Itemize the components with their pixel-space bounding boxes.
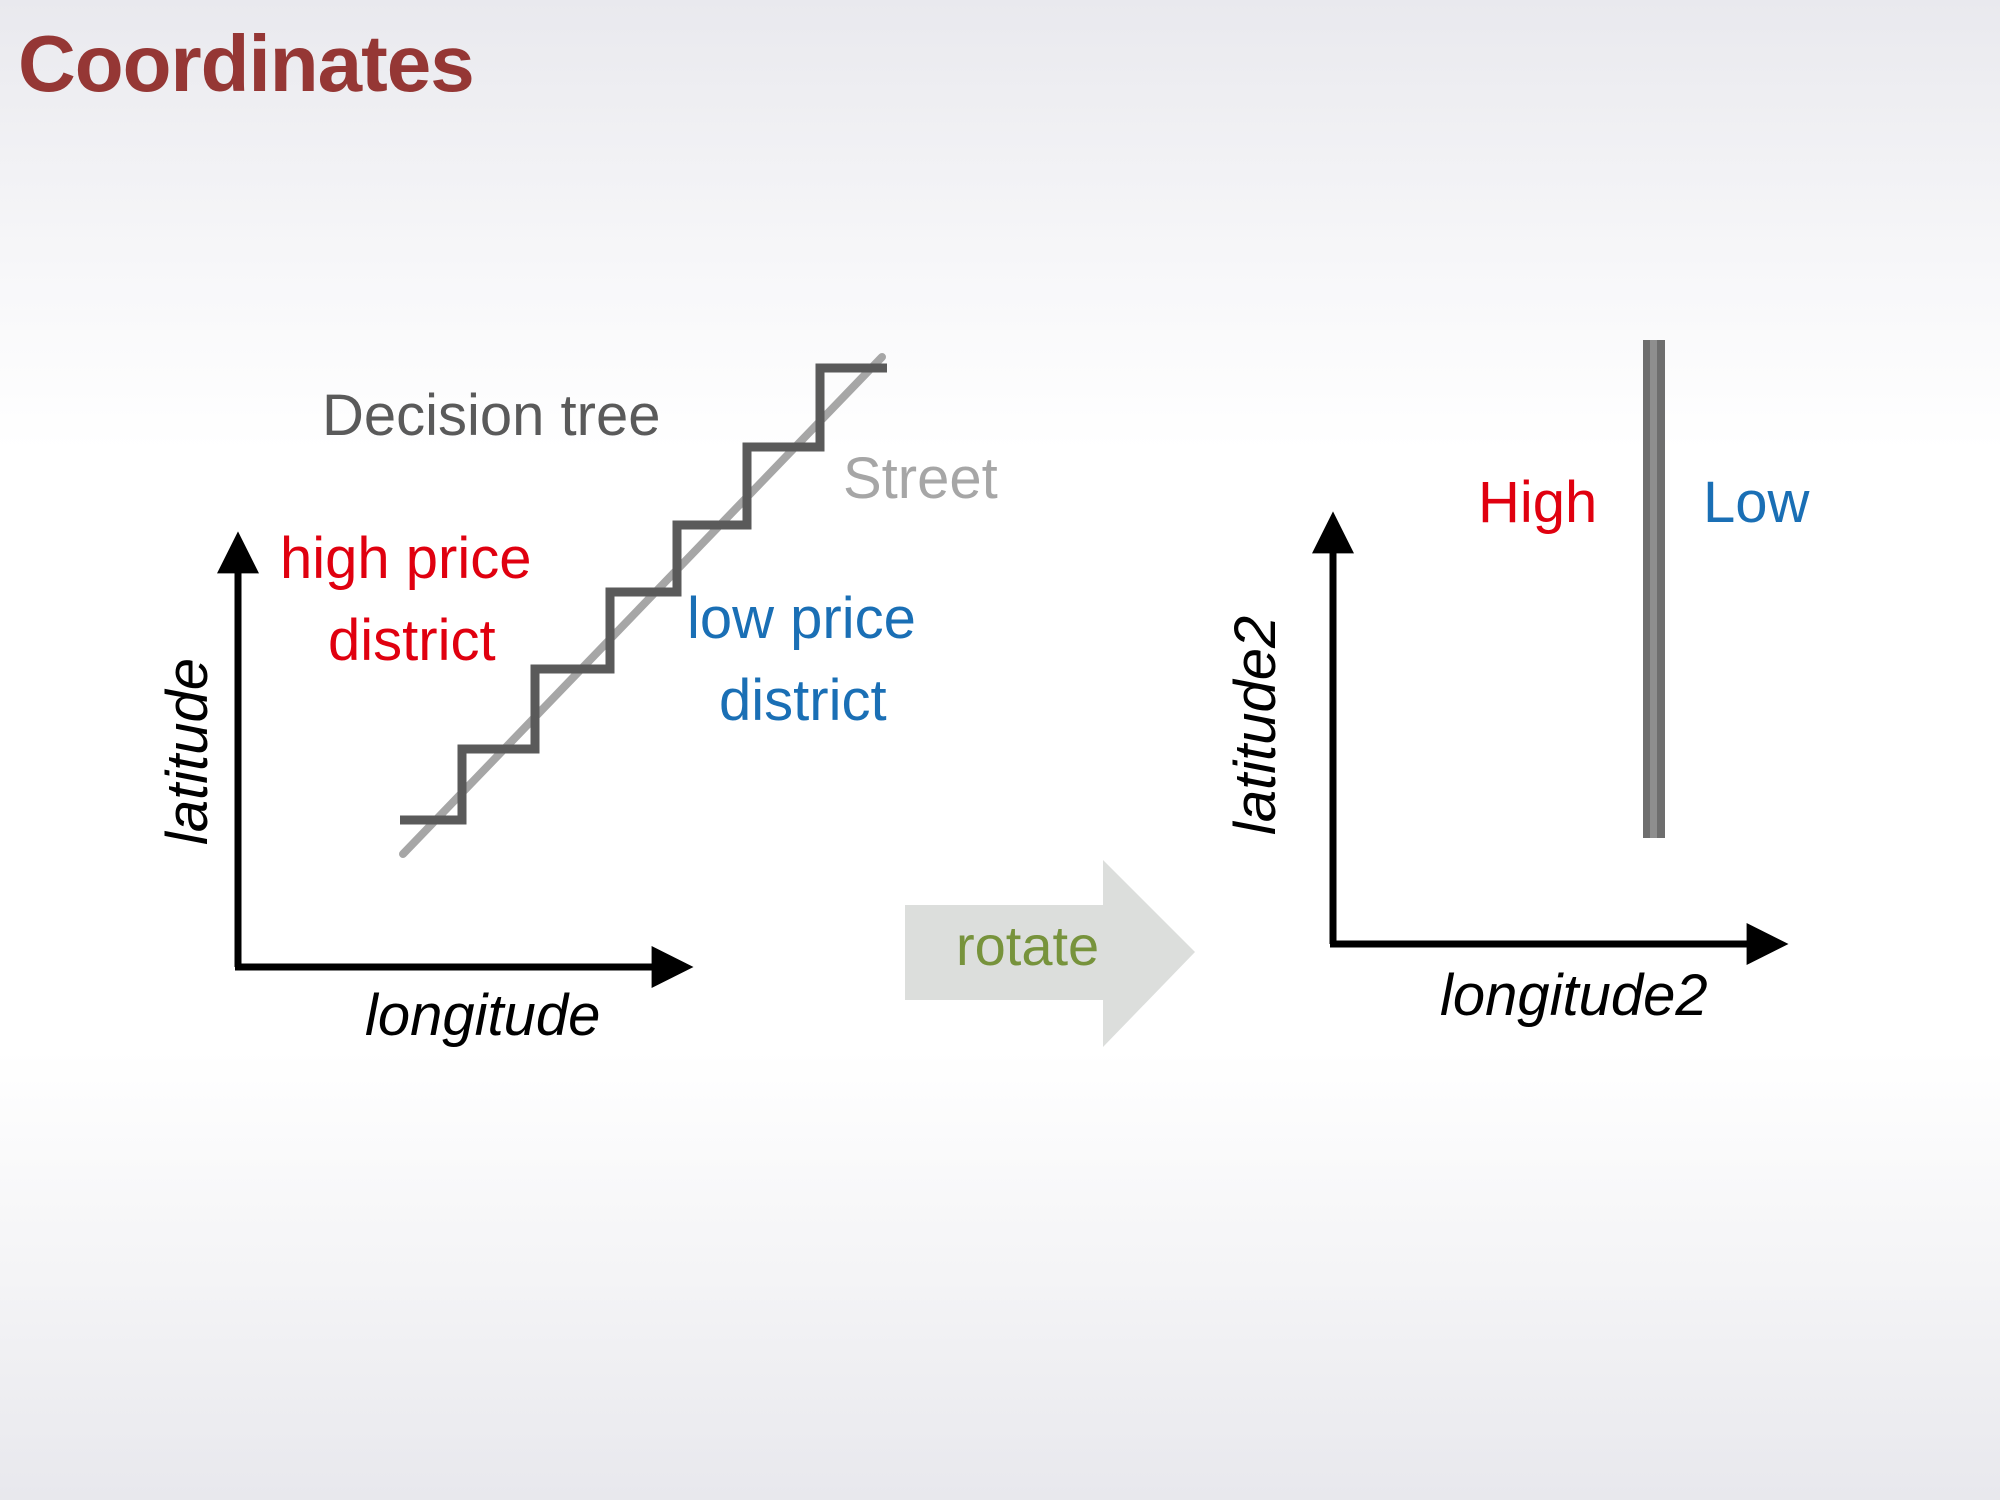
low-price-label-line1: low price — [687, 586, 916, 651]
decision-tree-boundary — [400, 363, 887, 825]
right-y-axis-label: latitude2 — [1223, 616, 1288, 835]
left-panel: Decision tree Street high price district… — [155, 353, 998, 1048]
decision-tree-label: Decision tree — [322, 383, 660, 448]
right-x-axis-label: longitude2 — [1440, 963, 1708, 1028]
street-label: Street — [843, 446, 998, 511]
high-price-label-line1: high price — [280, 526, 531, 591]
high-label: High — [1478, 470, 1597, 535]
low-label: Low — [1703, 470, 1811, 535]
rotate-arrow-shape — [905, 860, 1195, 1047]
street-line — [399, 353, 886, 858]
page-title: Coordinates — [18, 19, 475, 108]
vertical-boundary-highlight — [1650, 340, 1657, 838]
right-panel: High Low longitude2 latitude2 — [1223, 340, 1811, 1028]
rotate-arrow: rotate — [905, 860, 1195, 1047]
high-price-label-line2: district — [328, 608, 496, 673]
rotate-label: rotate — [956, 914, 1099, 977]
left-x-axis-label: longitude — [365, 983, 600, 1048]
left-y-axis-label: latitude — [155, 658, 220, 845]
low-price-label-line2: district — [719, 668, 887, 733]
